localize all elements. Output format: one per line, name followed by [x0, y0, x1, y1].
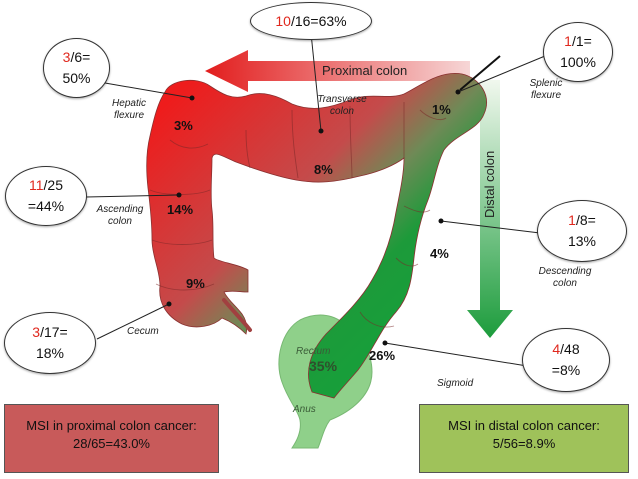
bubble-splenic: 1/1= 100% [543, 22, 613, 82]
distal-summary-line1: MSI in distal colon cancer: [448, 418, 600, 433]
bubble-descending-rest2: 13% [567, 233, 597, 249]
proximal-summary-box: MSI in proximal colon cancer: 28/65=43.0… [4, 404, 219, 473]
bubble-splenic-rest2: 100% [560, 54, 596, 70]
label-descending-colon: Descending colon [538, 266, 592, 289]
distal-summary-line2: 5/56=8.9% [492, 436, 556, 451]
splenic-pointer [459, 55, 501, 91]
bubble-sigmoid: 4/48 =8% [522, 328, 610, 392]
leader-splenic [457, 55, 546, 93]
leader-cecum [96, 303, 170, 340]
bubble-splenic-rest1: /1= [571, 33, 592, 49]
bubble-sigmoid-rest2: =8% [551, 362, 581, 378]
bubble-sigmoid-rest1: /48 [560, 341, 580, 357]
bubble-descending-rest1: /8= [575, 212, 596, 228]
label-rectum: Rectum [296, 346, 331, 357]
pct-rectum: 35% [309, 358, 338, 374]
dot-ascending [176, 192, 182, 198]
leader-sigmoid [384, 342, 528, 367]
appendix [222, 298, 252, 332]
distal-colon-label: Distal colon [482, 150, 497, 218]
bubble-cecum-rest2: 18% [35, 345, 65, 361]
colon-shape [146, 72, 487, 399]
leader-lines [85, 32, 546, 367]
dot-sigmoid [382, 340, 388, 346]
label-anus: Anus [293, 404, 316, 415]
proximal-arrow [205, 50, 470, 92]
bubble-ascending-rest1: /25 [43, 177, 63, 193]
bubble-descending: 1/8= 13% [537, 200, 627, 262]
bubble-hepatic-rest1: /6= [70, 49, 91, 65]
label-transverse-colon: Transverse colon [317, 94, 367, 117]
distal-summary-box: MSI in distal colon cancer: 5/56=8.9% [419, 404, 629, 473]
pct-hepatic: 3% [174, 118, 193, 133]
bubble-cecum: 3/17= 18% [4, 312, 96, 374]
bubble-ascending: 11/25 =44% [5, 166, 87, 226]
haustra-lines [149, 101, 447, 328]
leader-ascending [85, 194, 180, 198]
dot-cecum [166, 301, 172, 307]
dot-hepatic [189, 95, 195, 101]
label-cecum: Cecum [127, 326, 159, 337]
leader-dots [166, 89, 461, 346]
dot-transverse [318, 128, 324, 134]
bubble-hepatic-num: 3 [62, 49, 71, 65]
bubble-descending-num: 1 [568, 212, 576, 228]
bubble-ascending-num: 11 [28, 177, 44, 193]
bubble-ascending-rest2: =44% [27, 198, 65, 214]
pct-descending: 4% [430, 246, 449, 261]
label-splenic-flexure: Splenic flexure [529, 78, 563, 101]
leader-descending [440, 220, 541, 234]
bubble-hepatic-rest2: 50% [62, 70, 91, 86]
pct-splenic: 1% [432, 102, 451, 117]
bubble-hepatic: 3/6= 50% [43, 38, 110, 98]
leader-transverse [310, 32, 322, 132]
bubble-transverse-num: 10 [275, 12, 291, 29]
leader-hepatic [104, 82, 193, 99]
dot-descending [438, 218, 444, 224]
bubble-transverse-rest: /16=63% [290, 12, 347, 29]
proximal-summary-line1: MSI in proximal colon cancer: [26, 418, 197, 433]
proximal-colon-label: Proximal colon [322, 63, 408, 78]
bubble-splenic-num: 1 [564, 33, 572, 49]
pct-ascending: 14% [167, 202, 194, 217]
proximal-summary-line2: 28/65=43.0% [73, 436, 150, 451]
distal-arrow [467, 80, 513, 338]
pct-sigmoid: 26% [369, 348, 396, 363]
bubble-transverse: 10/16=63% [250, 2, 372, 40]
dot-splenic [455, 89, 461, 95]
bubble-sigmoid-num: 4 [552, 341, 561, 357]
pct-cecum: 9% [186, 276, 205, 291]
bubble-cecum-rest1: /17= [40, 324, 68, 340]
label-sigmoid: Sigmoid [437, 378, 474, 389]
bubble-cecum-num: 3 [32, 324, 41, 340]
label-hepatic-flexure: Hepatic flexure [112, 98, 146, 121]
pct-transverse: 8% [314, 162, 333, 177]
label-ascending-colon: Ascending colon [96, 204, 144, 227]
